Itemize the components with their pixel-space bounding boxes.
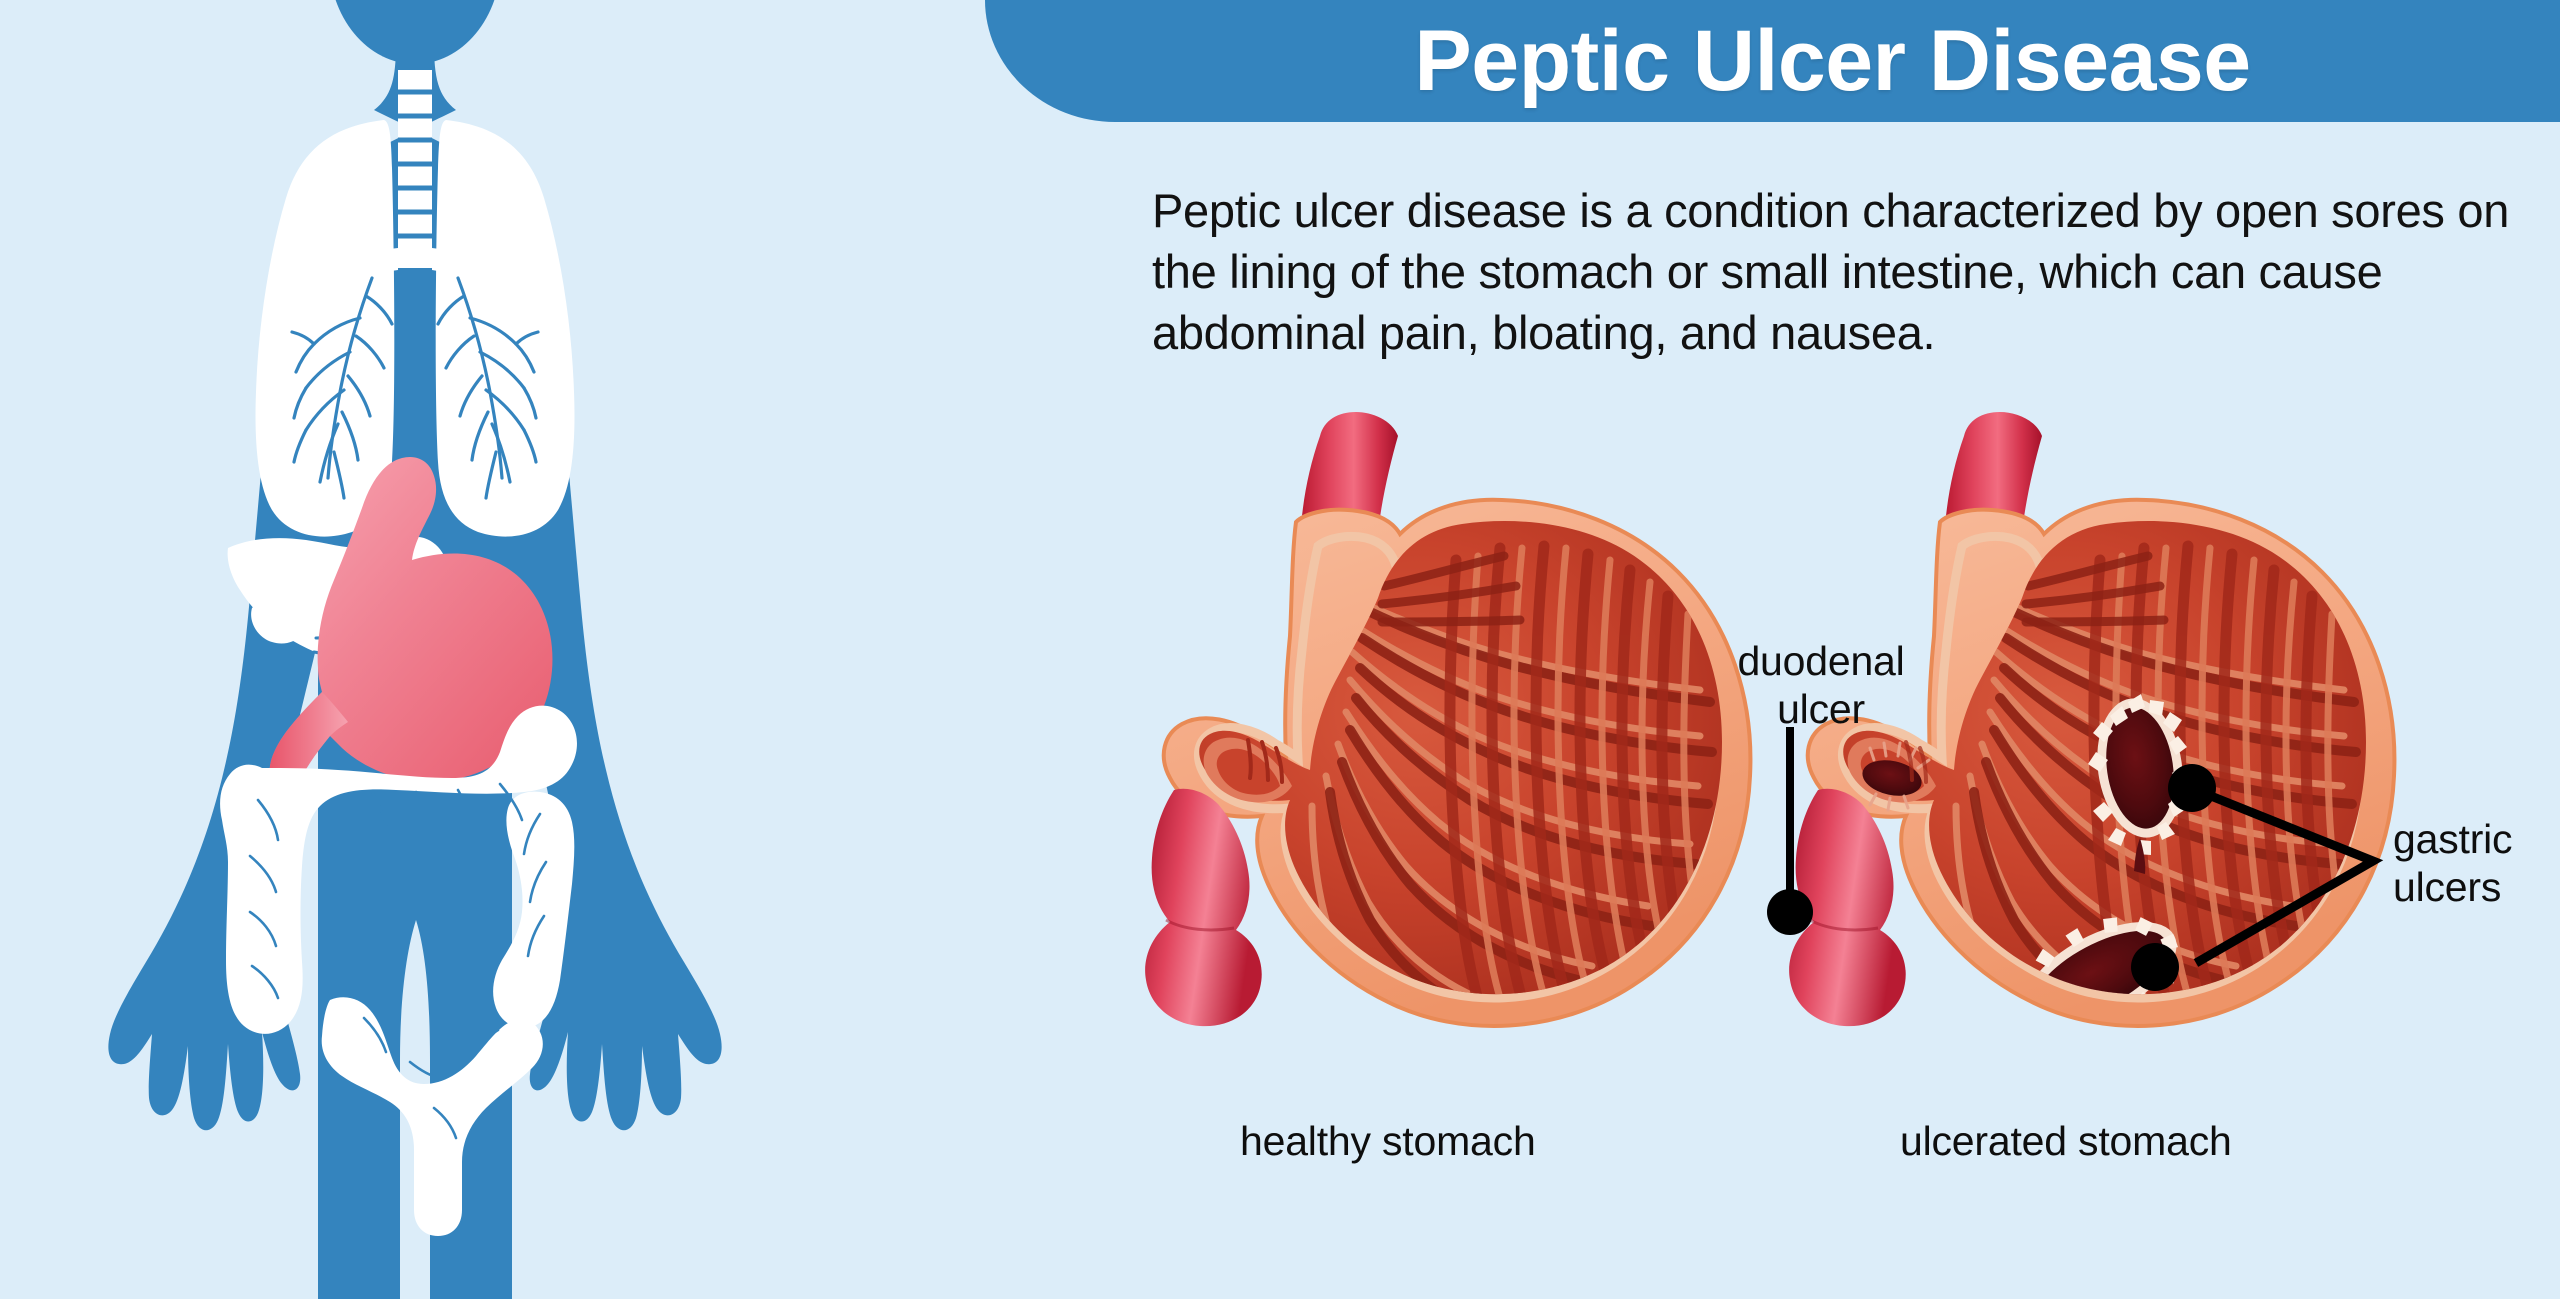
callout-gastric-line1: gastric [2393, 816, 2513, 862]
caption-healthy-stomach: healthy stomach [1240, 1118, 1536, 1164]
large-intestine [220, 705, 577, 1236]
bronchial-tree-right [290, 276, 394, 500]
pylorus-healthy [1203, 737, 1292, 803]
esophagus [1943, 412, 2042, 624]
stomach [269, 456, 553, 786]
human-body-diagram [108, 0, 722, 1299]
description-paragraph: Peptic ulcer disease is a condition char… [1152, 184, 2510, 360]
page-title: Peptic Ulcer Disease [1414, 13, 2251, 109]
duodenal-ulcer-leader [1767, 727, 1813, 935]
bronchial-tree-left [436, 276, 540, 500]
callout-label-duodenal-ulcer: duodenal ulcer [1706, 637, 1936, 734]
callout-label-gastric-ulcers: gastric ulcers [2393, 815, 2560, 912]
callout-leaders [1767, 727, 2384, 991]
figure-healthy-stomach [1145, 412, 1753, 1028]
callout-duodenal-line1: duodenal [1737, 638, 1905, 684]
rugae-ulcerated [1952, 540, 2361, 995]
callout-gastric-line2: ulcers [2393, 864, 2502, 911]
anatomy-panel [0, 0, 1040, 1299]
title-banner: Peptic Ulcer Disease [985, 0, 2560, 122]
figure-ulcerated-stomach [1789, 412, 2397, 1028]
stomach-wall [1161, 497, 1753, 1028]
duodenal-ulcer [1862, 741, 1931, 812]
left-lung [435, 120, 575, 537]
gastric-ulcer-upper [2088, 694, 2190, 874]
gastric-ulcer-lower [2017, 917, 2179, 995]
pylorus-duodenum [269, 692, 348, 786]
lungs [255, 120, 575, 537]
gastric-ulcers-leader [2131, 764, 2384, 991]
rugae-healthy [1308, 540, 1717, 995]
callout-duodenal-line2: ulcer [1777, 686, 1865, 733]
esophagus [1299, 412, 1398, 624]
gallbladder [251, 600, 304, 644]
duodenum [1789, 788, 1906, 1027]
duodenum [1145, 788, 1262, 1027]
pylorus-ulcerated [1847, 737, 1936, 812]
caption-ulcerated-stomach: ulcerated stomach [1900, 1118, 2232, 1164]
right-lung [255, 120, 395, 537]
stomach-wall [1805, 497, 2397, 1028]
